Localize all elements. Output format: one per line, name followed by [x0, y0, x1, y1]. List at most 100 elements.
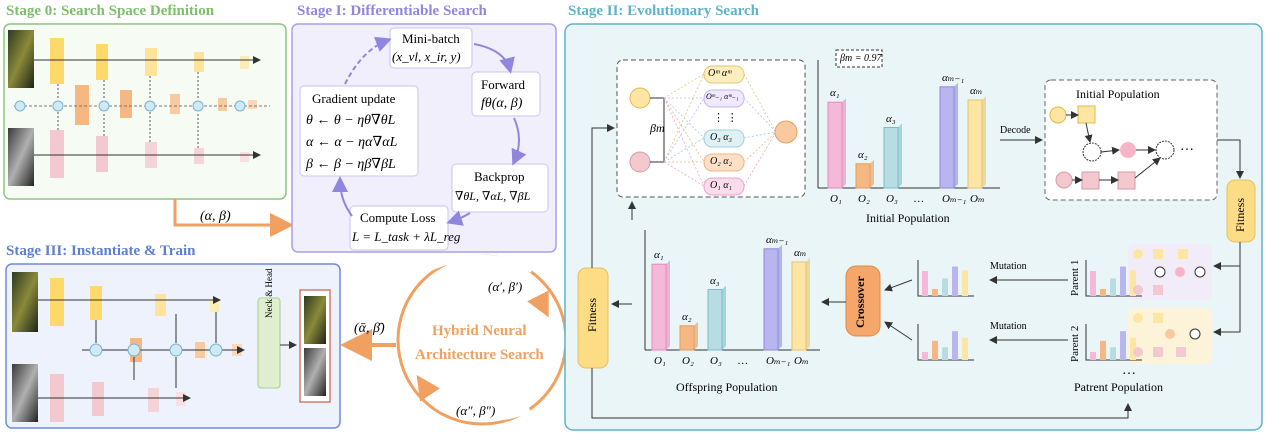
axis-label-5: Oₘ — [794, 355, 809, 367]
hybrid-left-label: (ᾱ, β̄) — [354, 321, 385, 336]
mini-bar-3 — [952, 266, 958, 296]
hybrid-arc-bottom: (α″, β″) — [456, 403, 496, 418]
offspring-bars — [651, 244, 810, 351]
bar-side-1 — [694, 321, 698, 350]
initial-ellipsis: … — [1180, 139, 1194, 154]
forward-expr: fθ(α, β) — [481, 96, 523, 111]
initial-population-box-label: Initial Population — [1076, 87, 1160, 101]
beta-threshold: βm = 0.97 — [840, 53, 882, 64]
axis-label-4: Oₘ₋₁ — [766, 355, 791, 367]
stage0-node-row — [14, 72, 270, 148]
mini-bar-2 — [942, 278, 948, 296]
bar-label-0: α₁ — [830, 87, 840, 100]
mini-bar-4 — [962, 337, 968, 360]
parent-ellipsis: … — [1122, 363, 1136, 378]
bar-side-5 — [982, 96, 986, 188]
decode-label: Decode — [1000, 125, 1031, 136]
stage0-middle-branch — [75, 85, 257, 125]
mini-bar-0 — [922, 271, 928, 296]
stage0-infrared-image — [8, 128, 34, 186]
stage3-title: Stage III: Instantiate & Train — [6, 243, 196, 259]
bar-side-4 — [778, 244, 782, 350]
mini-bar-0 — [1090, 352, 1096, 360]
mutation1-mini-chart — [917, 260, 974, 297]
fitness-right-box — [1226, 179, 1256, 243]
update-box — [299, 85, 419, 177]
hybrid-arc-top: (α′, β′) — [488, 279, 523, 294]
parent2-mini-chart — [1085, 324, 1142, 361]
beta-label: βm — [650, 121, 665, 135]
mutation1-label: Mutation — [990, 261, 1027, 272]
op-m: Oᵐ αᵐ — [708, 68, 732, 79]
backprop-expr: ∇θL, ∇αL, ∇βL — [455, 189, 531, 203]
mini-bar-2 — [942, 347, 948, 360]
op-3: O₃ α₃ — [710, 132, 732, 143]
bar-label-1: α₂ — [682, 310, 692, 323]
bar-label-2: α₃ — [886, 112, 896, 125]
bar-side-0 — [666, 260, 670, 350]
loss-expr: L = L_task + λL_reg — [352, 229, 461, 244]
axis-label-4: Oₘ₋₁ — [942, 193, 967, 205]
stage0-visible-image — [8, 30, 34, 88]
bar-label-5: αₘ — [794, 247, 807, 259]
bar-0 — [827, 101, 843, 189]
initial-bars — [827, 82, 986, 189]
axis-label-3: … — [914, 193, 924, 205]
axis-label-2: O₃ — [886, 193, 898, 205]
neck-head-block — [257, 297, 281, 389]
parent-population-label: Patrent Population — [1074, 380, 1163, 394]
backprop-label: Backprop — [474, 169, 525, 184]
bar-0 — [651, 263, 667, 351]
fitness-right-label: Fitness — [1233, 197, 1247, 232]
parent1-label: Parent 1 — [1069, 259, 1081, 296]
loss-box — [349, 205, 449, 251]
crossover-label: Crossover — [853, 276, 867, 328]
mini-bar-4 — [1130, 270, 1136, 296]
op-2: O₂ α₂ — [710, 156, 732, 167]
axis-label-5: Oₘ — [970, 193, 985, 205]
backprop-box — [451, 163, 549, 213]
stage0-title: Stage 0: Search Space Definition — [6, 3, 215, 19]
parent-mini-graph1 — [1133, 249, 1206, 295]
parent2-label: Parent 2 — [1069, 325, 1081, 362]
mini-bar-2 — [1110, 278, 1116, 296]
parent1-mini-chart — [1085, 260, 1142, 297]
bar-side-5 — [806, 258, 810, 350]
stage1-title: Stage I: Differentiable Search — [297, 3, 487, 19]
op-dots: ⋮ ⋮ — [713, 112, 738, 124]
bar-label-4: αₘ₋₁ — [766, 233, 789, 246]
stage0-bottom-branch — [34, 130, 261, 178]
bar-2 — [883, 127, 899, 189]
mini-bar-3 — [1120, 331, 1126, 360]
mini-bar-1 — [1100, 288, 1106, 296]
axis-label-1: O₂ — [858, 193, 870, 205]
bar-2 — [707, 289, 723, 351]
hybrid-line1: Hybrid Neural — [432, 323, 527, 339]
bar-5 — [791, 261, 807, 351]
axis-label-2: O₃ — [710, 355, 722, 367]
update-line-1: θ ← θ − ηθ∇θL — [306, 113, 396, 128]
mini-bar-1 — [932, 340, 938, 360]
mini-bar-1 — [932, 288, 938, 296]
bar-label-0: α₁ — [654, 249, 664, 262]
fitness-left-box — [577, 267, 609, 369]
parent1-highlight — [1128, 244, 1212, 300]
minibatch-expr: (x_vl, x_ir, y) — [392, 49, 461, 64]
mini-bar-4 — [962, 270, 968, 296]
mini-bar-2 — [1110, 347, 1116, 360]
bar-label-4: αₘ₋₁ — [942, 71, 965, 84]
mutation2-mini-chart — [917, 324, 974, 361]
neck-head-label: Neck & Head — [264, 268, 274, 318]
stage2-title: Stage II: Evolutionary Search — [568, 3, 759, 19]
initial-population-label: Initial Population — [866, 211, 950, 225]
minibatch-label: Mini-batch — [402, 31, 460, 46]
update-line-3: β ← β − ηβ∇βL — [306, 157, 396, 172]
axis-label-0: O₁ — [654, 355, 666, 367]
bar-side-2 — [898, 123, 902, 188]
mini-bar-1 — [1100, 340, 1106, 360]
hybrid-ring — [396, 254, 568, 426]
axis-label-1: O₂ — [682, 355, 694, 367]
bar-label-2: α₃ — [710, 274, 720, 287]
bar-5 — [967, 99, 983, 189]
